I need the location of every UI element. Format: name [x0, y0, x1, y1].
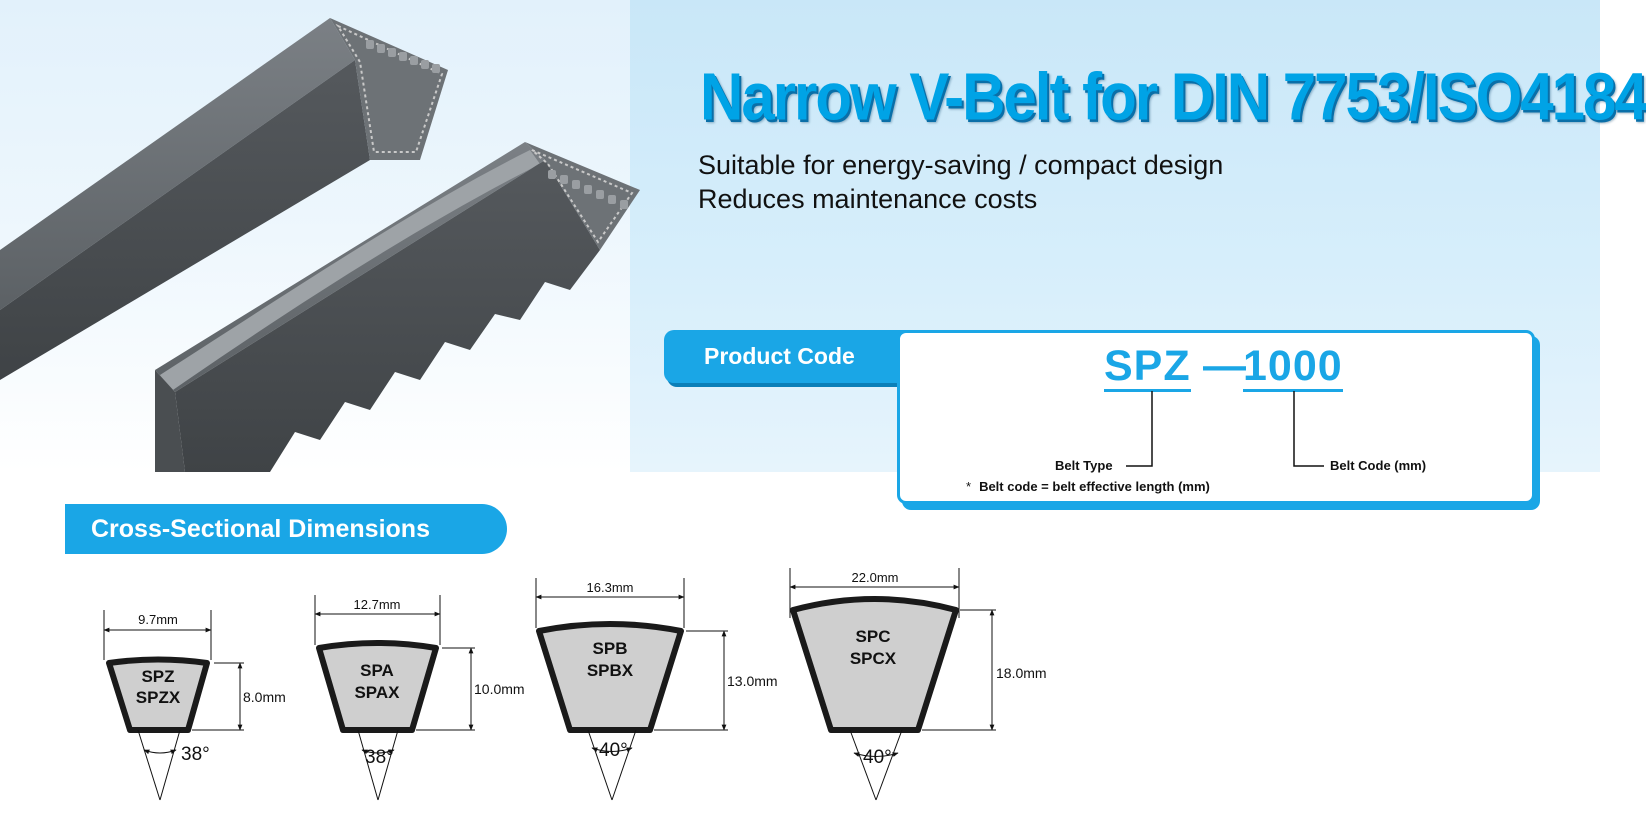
width-label: 12.7mm	[354, 597, 401, 612]
width-label: 22.0mm	[852, 570, 899, 585]
belt-code-note: * Belt code = belt effective length (mm)	[966, 479, 1210, 494]
belt-name-x: SPBX	[587, 661, 634, 680]
belt-name-x: SPAX	[354, 683, 400, 702]
belt-name: SPZ	[141, 667, 174, 686]
angle-label: 38°	[365, 747, 394, 768]
height-label: 8.0mm	[243, 689, 286, 705]
note-text: Belt code = belt effective length (mm)	[979, 479, 1210, 494]
belt-name-x: SPCX	[850, 649, 897, 668]
belt-section-spb: 16.3mm SPB SPBX 13.0mm 40°	[535, 578, 778, 801]
cogged-belt	[155, 142, 640, 472]
page-title: Narrow V-Belt for DIN 7753/ISO4184	[700, 59, 1646, 135]
code-belt-number: 1000	[1243, 342, 1343, 392]
height-label: 13.0mm	[727, 673, 778, 689]
belt-name: SPA	[360, 661, 394, 680]
belt-code-label: Belt Code (mm)	[1330, 458, 1427, 473]
belt-section-spc: 22.0mm SPC SPCX 18.0mm 40°	[789, 568, 1047, 801]
belt-section-spz: 9.7mm SPZ SPZX 8.0mm 38°	[103, 610, 286, 801]
height-label: 10.0mm	[474, 681, 525, 697]
belt-type-label: Belt Type	[1055, 458, 1113, 473]
product-code-box: SPZ — 1000 Belt Type Belt Code (mm) * Bel…	[897, 330, 1535, 504]
product-code-tab: Product Code	[664, 330, 914, 383]
v-belt-photo	[0, 18, 640, 472]
classic-belt	[0, 18, 448, 380]
angle-label: 40°	[863, 747, 892, 768]
cross-section-tab: Cross-Sectional Dimensions	[65, 504, 507, 554]
width-label: 16.3mm	[587, 580, 634, 595]
angle-label: 40°	[599, 740, 628, 761]
belt-name: SPC	[856, 627, 891, 646]
code-belt-type: SPZ	[1104, 342, 1191, 392]
note-asterisk: *	[966, 479, 972, 494]
width-label: 9.7mm	[138, 612, 178, 627]
belt-section-spa: 12.7mm SPA SPAX 10.0mm 38°	[314, 595, 525, 801]
angle-label: 38°	[181, 744, 210, 765]
product-code-tab-label: Product Code	[704, 343, 855, 369]
height-label: 18.0mm	[996, 665, 1047, 681]
code-leader-lines	[1126, 391, 1324, 467]
belt-name-x: SPZX	[136, 688, 181, 707]
cross-section-diagrams: 9.7mm SPZ SPZX 8.0mm 38° 12.7mm SPA SPAX	[103, 568, 1047, 801]
code-dash: —	[1203, 342, 1246, 390]
belt-name: SPB	[593, 639, 628, 658]
cross-section-tab-label: Cross-Sectional Dimensions	[91, 515, 430, 543]
subtitle-maintenance: Reduces maintenance costs	[698, 184, 1038, 214]
subtitle-energy-saving: Suitable for energy-saving / compact des…	[698, 150, 1224, 180]
